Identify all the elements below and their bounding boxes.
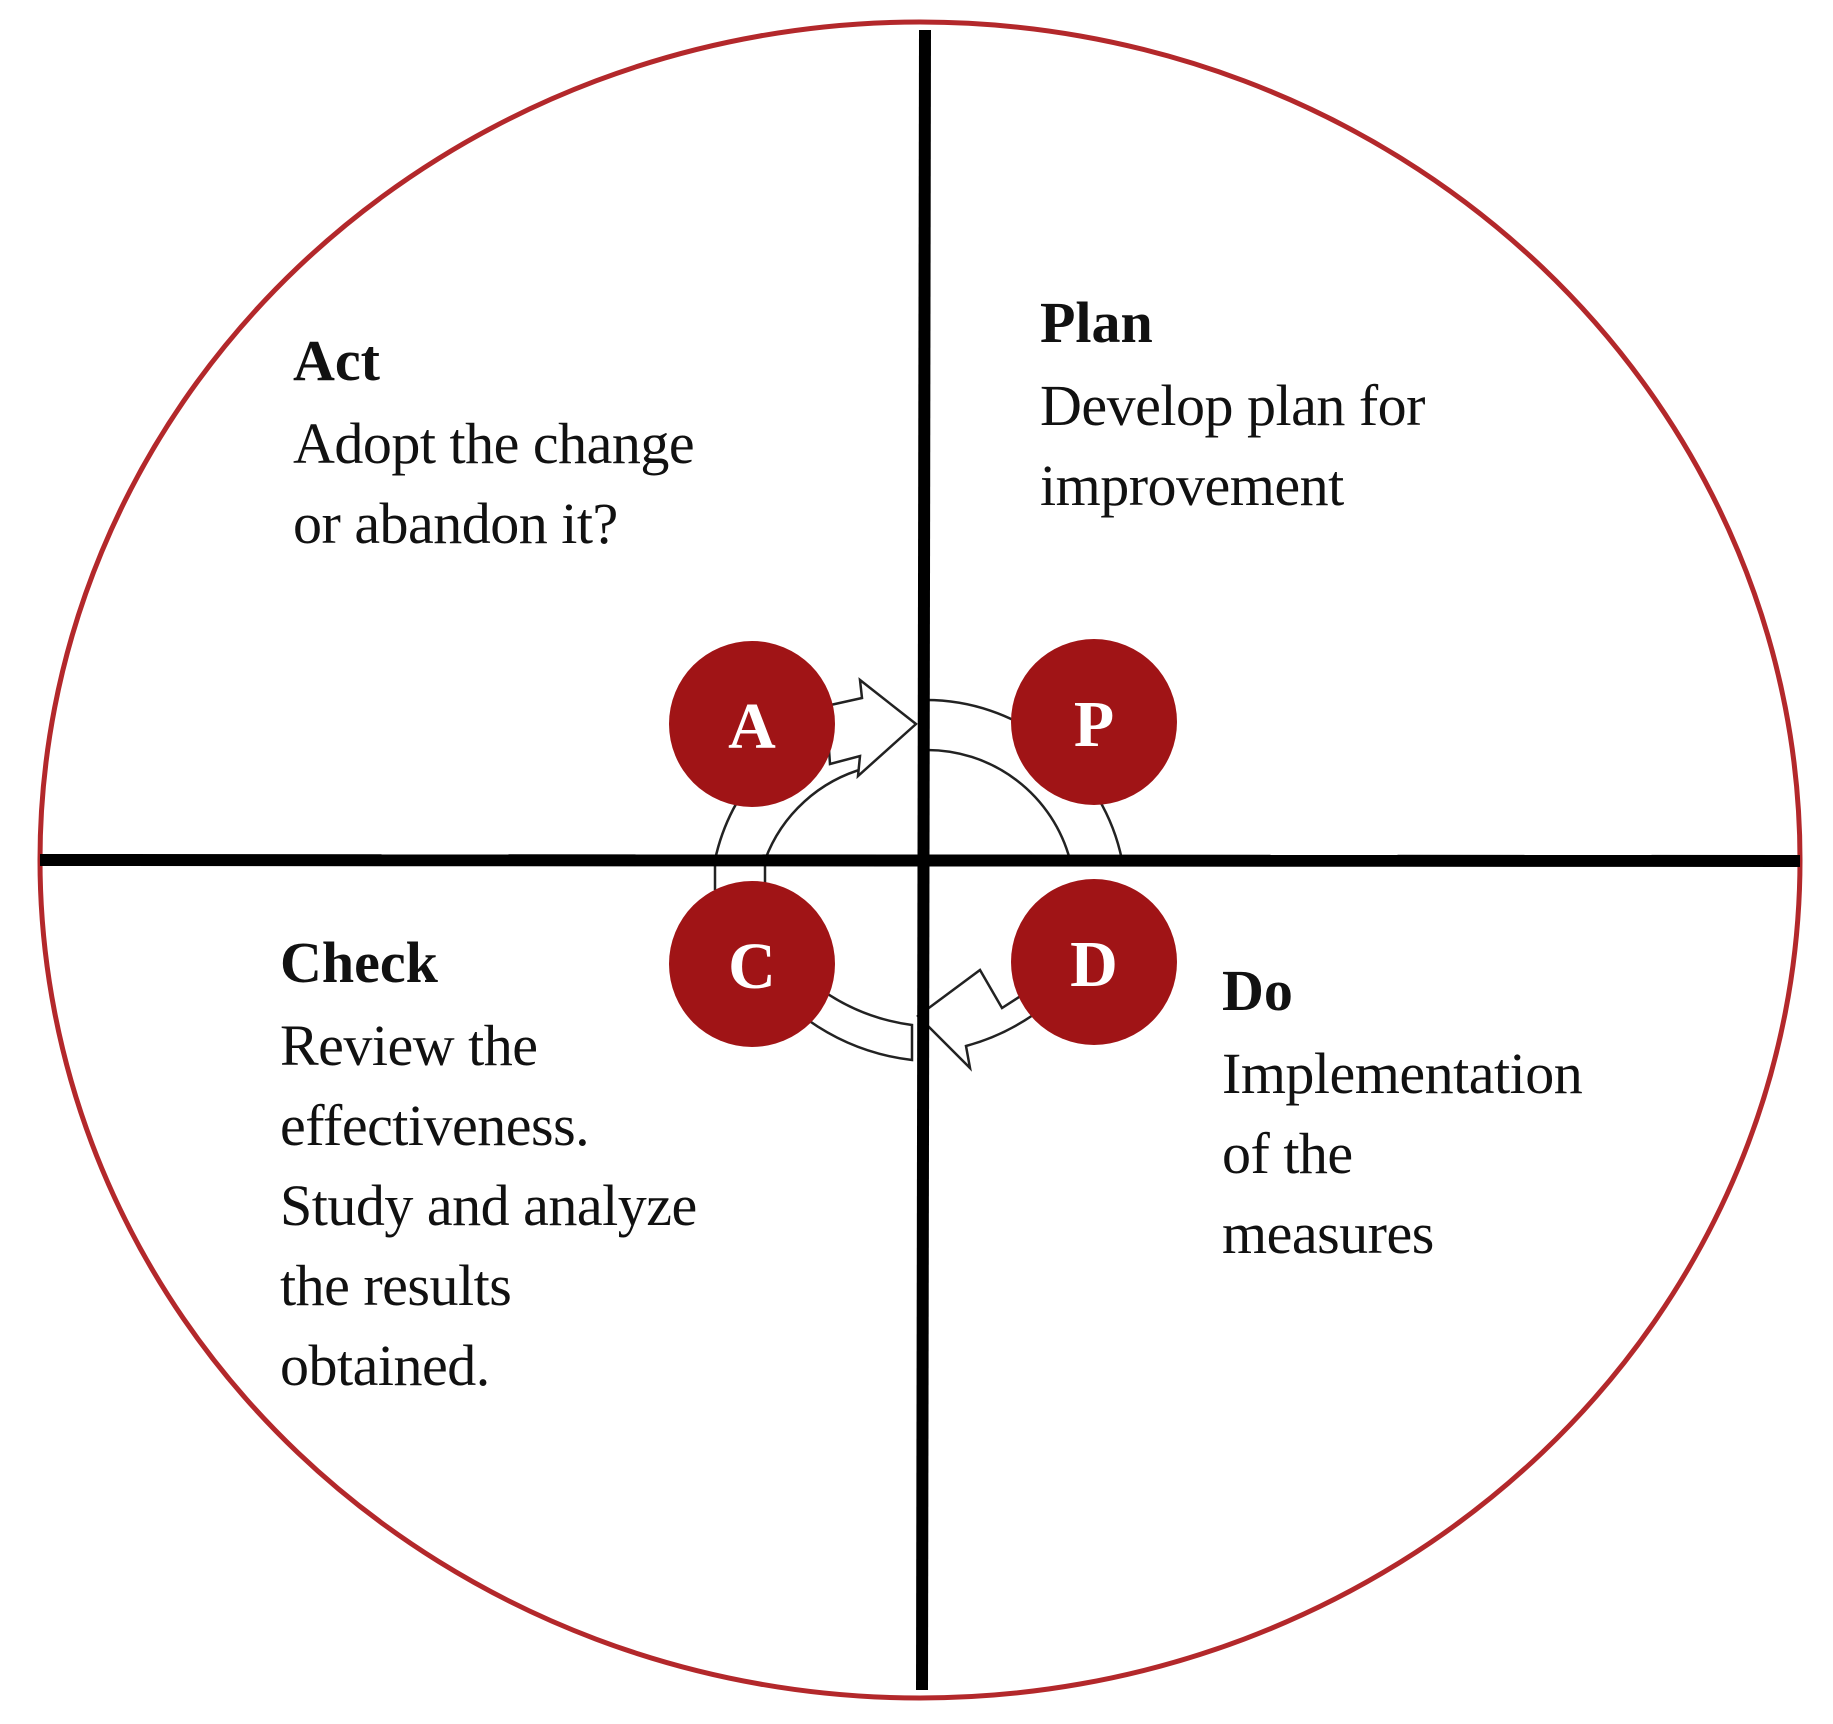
check-line: obtained. bbox=[280, 1333, 490, 1398]
badge-do-letter: D bbox=[1070, 928, 1118, 1001]
cycle-ring-left-inner bbox=[763, 766, 867, 892]
plan-description: Develop plan for improvement bbox=[1040, 366, 1425, 526]
cycle-ring-lower-band bbox=[806, 982, 914, 1062]
do-line: Implementation bbox=[1222, 1041, 1583, 1106]
badge-check-circle bbox=[669, 881, 835, 1047]
badge-act: A bbox=[669, 641, 835, 807]
do-title: Do bbox=[1222, 958, 1293, 1023]
do-line: measures bbox=[1222, 1201, 1434, 1266]
plan-title: Plan bbox=[1040, 290, 1153, 355]
badge-plan-letter: P bbox=[1074, 688, 1114, 761]
check-section: Check Review the effectiveness. Study an… bbox=[280, 932, 697, 1406]
act-description: Adopt the change or abandon it? bbox=[293, 404, 695, 564]
check-line: Study and analyze bbox=[280, 1173, 697, 1238]
check-description: Review the effectiveness. Study and anal… bbox=[280, 1006, 697, 1406]
badge-plan: P bbox=[1011, 639, 1177, 805]
check-line: effectiveness. bbox=[280, 1093, 590, 1158]
do-description: Implementation of the measures bbox=[1222, 1034, 1583, 1274]
badge-check: C bbox=[669, 881, 835, 1047]
plan-line: Develop plan for bbox=[1040, 373, 1425, 438]
act-arrow bbox=[824, 677, 918, 780]
badge-act-letter: A bbox=[728, 690, 776, 763]
badge-do: D bbox=[1011, 879, 1177, 1045]
check-title: Check bbox=[280, 930, 438, 995]
do-line: of the bbox=[1222, 1121, 1353, 1186]
cycle-ring-upper-right bbox=[924, 698, 1124, 862]
badge-plan-circle bbox=[1011, 639, 1177, 805]
badge-do-circle bbox=[1011, 879, 1177, 1045]
plan-line: improvement bbox=[1040, 453, 1344, 518]
act-title: Act bbox=[293, 328, 380, 393]
horizontal-axis-line bbox=[39, 854, 1801, 867]
act-section: Act Adopt the change or abandon it? bbox=[293, 328, 695, 564]
badge-check-letter: C bbox=[728, 930, 776, 1003]
do-section: Do Implementation of the measures bbox=[1222, 958, 1583, 1274]
badge-act-circle bbox=[669, 641, 835, 807]
act-line: or abandon it? bbox=[293, 491, 618, 556]
act-line: Adopt the change bbox=[293, 411, 695, 476]
check-line: Review the bbox=[280, 1013, 538, 1078]
plan-section: Plan Develop plan for improvement bbox=[1040, 292, 1425, 526]
check-line: the results bbox=[280, 1253, 512, 1318]
